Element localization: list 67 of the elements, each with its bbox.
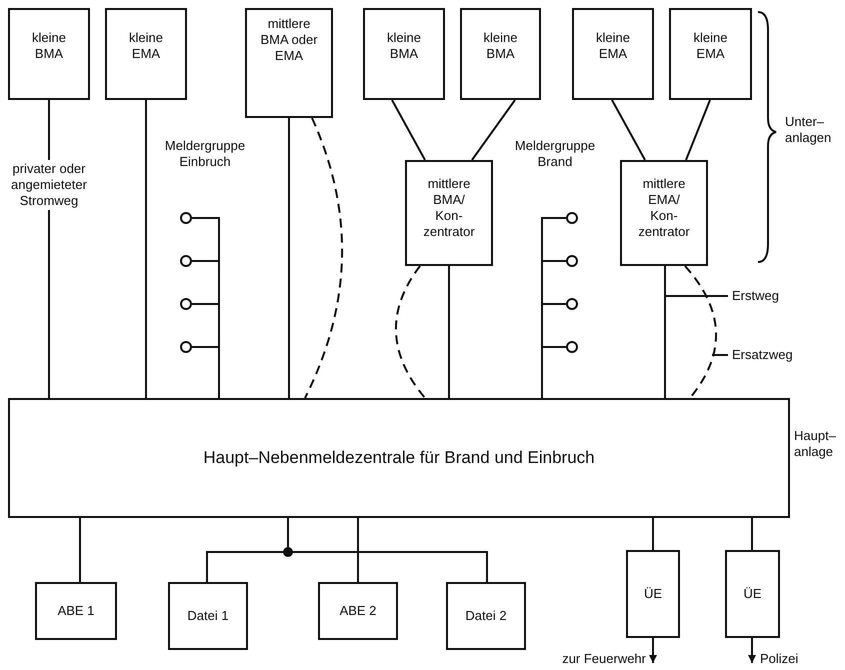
system-box [318,582,398,640]
connector [652,518,654,550]
box-label: Datei 2 [464,608,508,624]
system-box [446,582,526,650]
connector [192,346,220,398]
system-box [405,160,493,266]
system-box [363,8,445,100]
detector-circle [566,341,578,353]
box-label: kleine EMA [692,30,728,62]
detector-circle [566,298,578,310]
system-box [725,550,780,638]
system-box [620,160,708,266]
leader-line [666,295,728,297]
group-label: Meldergruppe Brand [514,138,596,170]
box-label: kleine BMA [31,30,67,62]
arrow [649,638,657,663]
box-label: ABE 2 [338,603,378,619]
system-box [35,582,117,640]
connector [541,346,566,398]
box-label: mittlere EMA/ Kon- zentrator [637,176,691,240]
detector-circle [180,298,192,310]
connector [357,518,359,582]
connector [288,118,290,398]
box-label: kleine BMA [482,30,518,62]
connector [448,266,450,398]
box-label: kleine EMA [128,30,164,62]
box-label: kleine BMA [386,30,422,62]
box-label: ÜE [742,586,763,602]
panel-title: Haupt–Nebenmeldezentrale für Brand und Einbruch [202,450,596,466]
connector [751,518,753,550]
group-label: Meldergruppe Einbruch [164,138,246,170]
connector [145,100,147,398]
system-box [669,8,752,100]
detector-circle [180,212,192,224]
path-label: Erstweg [732,288,779,304]
system-box [245,8,333,118]
system-box [8,8,90,100]
box-label: Datei 1 [186,608,230,624]
detector-circle [566,212,578,224]
arrow [748,638,756,663]
system-box [8,398,790,518]
detector-circle [180,255,192,267]
system-box [572,8,654,100]
detector-circle [180,341,192,353]
box-label: ABE 1 [56,603,96,619]
connector [79,518,81,582]
system-box [626,550,680,638]
dashed-connector [304,118,343,398]
connector [664,266,666,398]
box-label: kleine EMA [595,30,631,62]
side-label: Haupt– anlage [794,428,837,460]
dashed-connector [395,265,426,399]
dashed-connector [684,265,717,399]
connector [685,100,711,160]
connector [391,100,426,160]
box-label: mittlere BMA oder EMA [259,16,319,64]
bracket-label: Unter– anlagen [785,114,832,146]
system-box [168,582,248,650]
leader-line [712,354,728,356]
detector-circle [566,255,578,267]
path-label: Ersatzweg [732,347,793,363]
connector [611,100,646,160]
system-box [105,8,187,100]
box-label: ÜE [642,586,664,602]
connector [471,99,516,161]
system-box [460,8,541,100]
box-label: mittlere BMA/ Kon- zentrator [422,176,476,240]
